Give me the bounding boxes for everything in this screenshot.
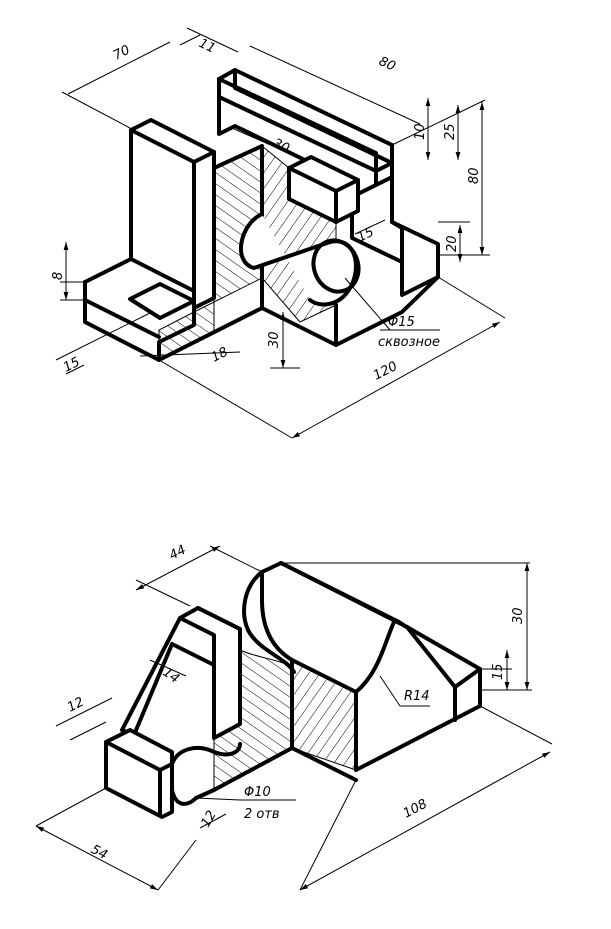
isometric-part-2: 44 30 15 14 12 12 54 108 R14 Φ10 2 отв bbox=[35, 543, 553, 891]
hole-diameter-note: Φ15 bbox=[388, 315, 415, 330]
hole-diameter-note-2: Φ10 bbox=[244, 785, 271, 800]
dimension-labels-1: 70 11 80 10 25 80 30 15 20 8 15 18 30 12… bbox=[51, 36, 482, 384]
dim-80-right: 80 bbox=[467, 167, 482, 184]
dim-15-slot: 15 bbox=[355, 225, 377, 246]
section-hatch-2a bbox=[213, 649, 293, 791]
dim-15: 15 bbox=[491, 663, 506, 680]
dim-15-left: 15 bbox=[61, 355, 83, 376]
dim-10: 10 bbox=[413, 123, 428, 140]
dim-12-bottom: 12 bbox=[198, 808, 219, 830]
dim-12-left: 12 bbox=[65, 695, 87, 716]
dim-54: 54 bbox=[88, 842, 110, 863]
dim-30-bottom: 30 bbox=[267, 331, 282, 348]
dim-30: 30 bbox=[511, 607, 526, 624]
radius-note: R14 bbox=[404, 689, 430, 704]
isometric-part-1: 70 11 80 10 25 80 30 15 20 8 15 18 30 12… bbox=[51, 27, 506, 439]
dim-30-top: 30 bbox=[270, 136, 291, 157]
dimension-labels-2: 44 30 15 14 12 12 54 108 R14 Φ10 2 отв bbox=[65, 543, 526, 863]
dim-11: 11 bbox=[196, 36, 217, 57]
dim-80-top: 80 bbox=[376, 54, 397, 75]
dim-70: 70 bbox=[111, 43, 133, 64]
dim-25: 25 bbox=[443, 123, 458, 140]
dim-44: 44 bbox=[167, 543, 189, 564]
saddle-block bbox=[260, 561, 482, 772]
base-block bbox=[104, 728, 174, 819]
holes-count-note: 2 отв bbox=[244, 807, 280, 822]
through-hole-note: сквозное bbox=[378, 335, 440, 350]
dim-108: 108 bbox=[401, 797, 430, 822]
dimension-lines-2 bbox=[35, 545, 553, 891]
dimension-lines-1 bbox=[55, 27, 506, 439]
dim-8: 8 bbox=[51, 272, 66, 280]
dim-20: 20 bbox=[445, 235, 460, 252]
dim-18: 18 bbox=[209, 345, 231, 366]
